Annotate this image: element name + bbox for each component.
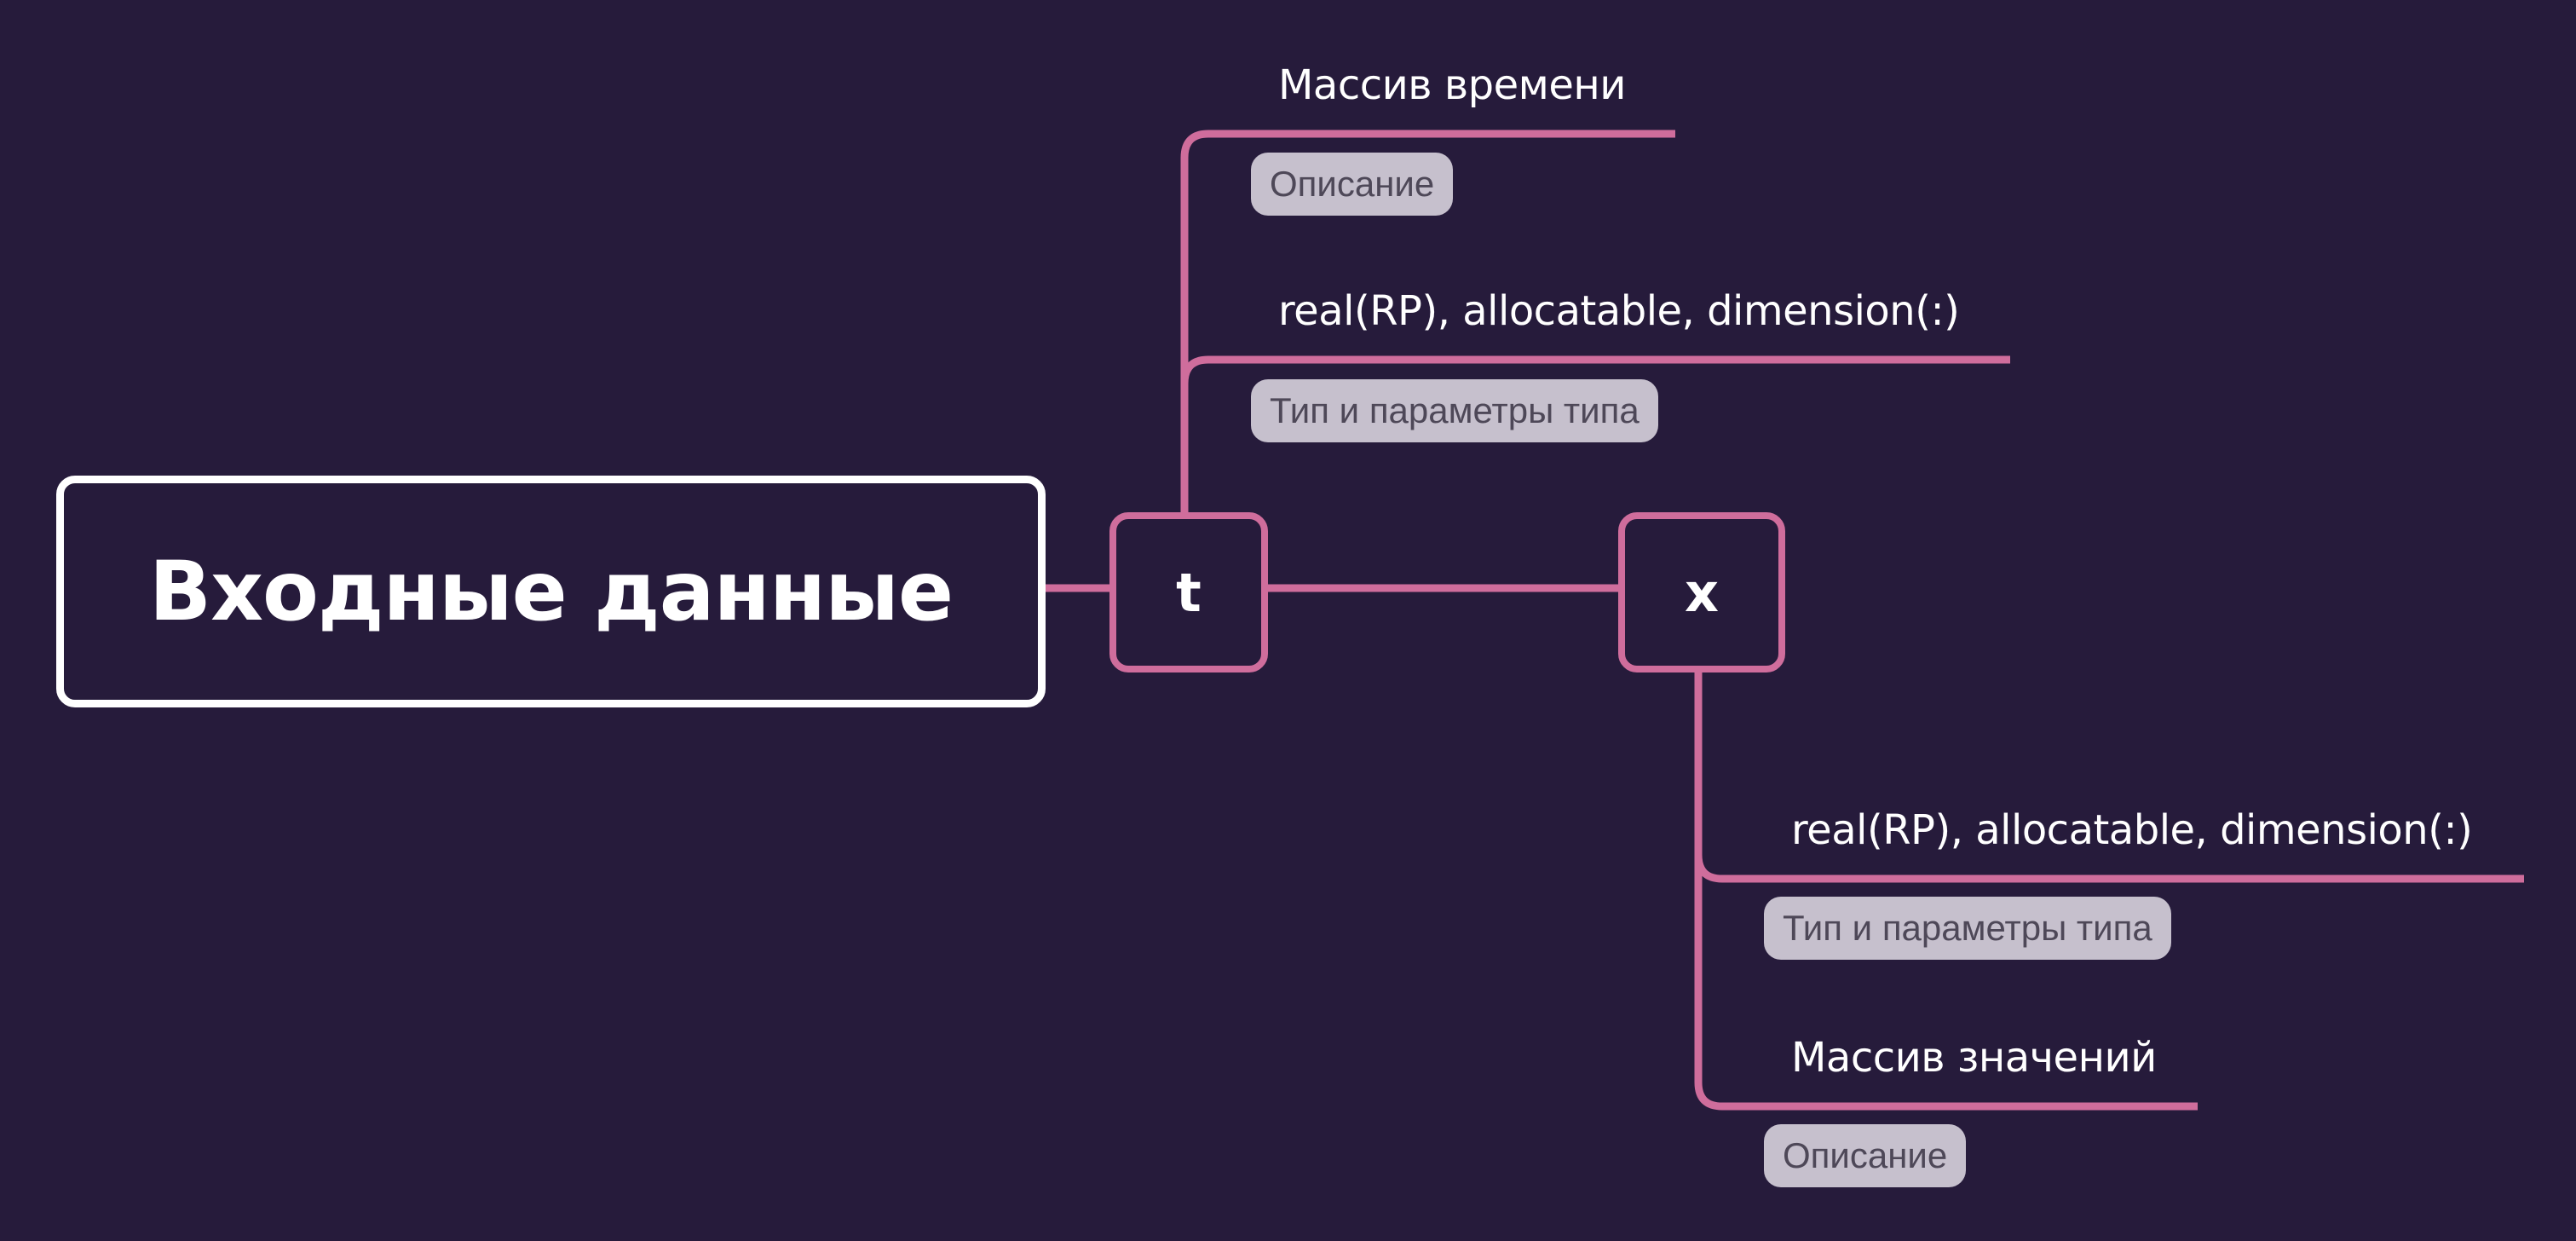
connector-t-type (1180, 355, 2010, 384)
t-type-tag: Тип и параметры типа (1251, 379, 1658, 442)
t-description-tag: Описание (1251, 153, 1454, 216)
root-node[interactable]: Входные данные (56, 476, 1046, 707)
x-type-tag: Тип и параметры типа (1764, 897, 2171, 960)
connector-t-description (1180, 130, 1675, 512)
x-type-label[interactable]: real(RP), allocatable, dimension(:) (1791, 806, 2473, 854)
variable-node-x[interactable]: x (1618, 512, 1785, 672)
t-description-label[interactable]: Массив времени (1278, 61, 1626, 109)
variable-node-t[interactable]: t (1109, 512, 1268, 672)
root-title: Входные данные (148, 544, 954, 639)
variable-name-x: x (1685, 561, 1719, 624)
x-description-tag: Описание (1764, 1124, 1967, 1187)
variable-name-t: t (1176, 561, 1202, 624)
x-description-label[interactable]: Массив значений (1791, 1034, 2157, 1082)
t-type-label[interactable]: real(RP), allocatable, dimension(:) (1278, 287, 1960, 335)
connector-x-description (1694, 855, 2198, 1111)
